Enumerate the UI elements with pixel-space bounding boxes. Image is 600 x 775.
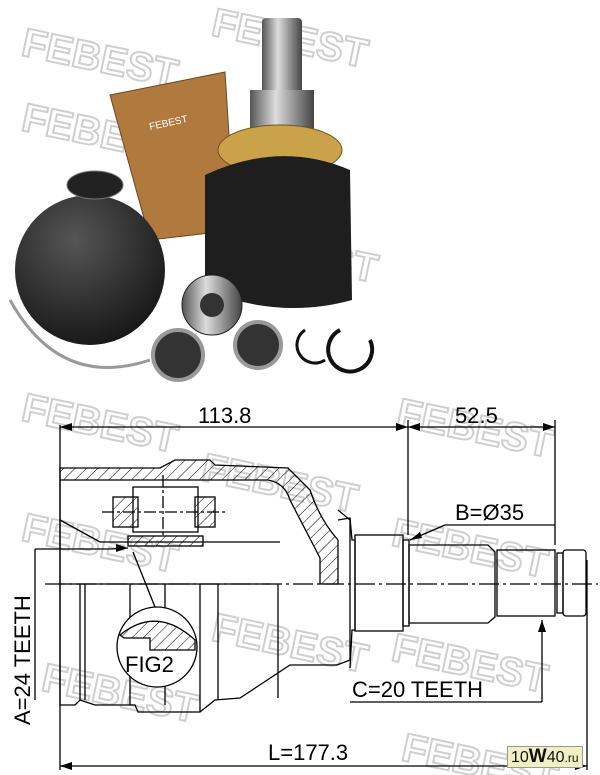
inner-teeth-label: A=24 TEETH (10, 595, 35, 725)
circlip (295, 328, 326, 365)
site-badge: 10W40.ru (507, 746, 583, 768)
boot (15, 195, 165, 345)
dim-shaft-length: 52.5 (455, 403, 498, 428)
spline-shaft (262, 18, 302, 98)
technical-drawing (34, 420, 598, 770)
circlip (326, 328, 375, 374)
roller (151, 328, 205, 382)
dimension-labels: 113.8 52.5 B=Ø35 C=20 TEETH A=24 TEETH F… (10, 403, 524, 765)
roller (233, 320, 283, 370)
clamp (8, 299, 151, 369)
badge-part: 40 (546, 749, 565, 766)
product-photo: FEBEST (8, 18, 375, 382)
dim-housing-length: 113.8 (198, 403, 251, 428)
outer-teeth-label: C=20 TEETH (352, 677, 483, 702)
detail-label: FIG2 (125, 652, 174, 677)
dim-total-length: L=177.3 (268, 740, 348, 765)
badge-part: .ru (564, 751, 579, 765)
housing (205, 156, 352, 308)
dim-diameter: B=Ø35 (455, 500, 524, 525)
badge-part: W (528, 746, 547, 767)
svg-text:FEBEST: FEBEST (208, 606, 371, 682)
badge-part: 10 (511, 749, 529, 766)
svg-text:FEBEST: FEBEST (18, 386, 181, 462)
